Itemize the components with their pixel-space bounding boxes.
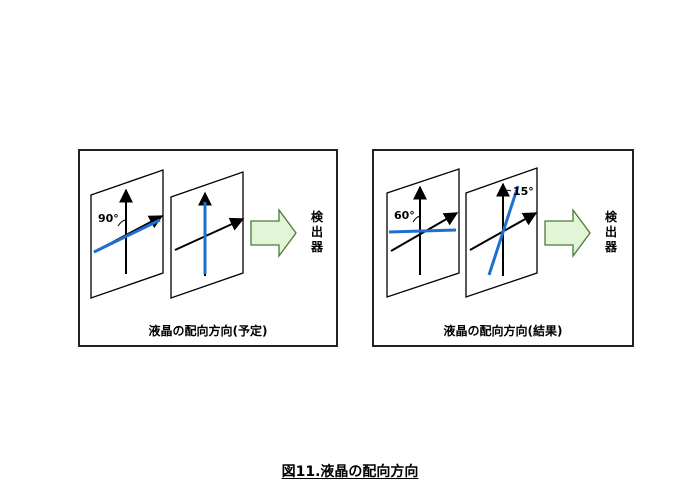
svg-text:出: 出: [605, 224, 617, 239]
figure-caption: 図11.液晶の配向方向: [0, 461, 700, 481]
propagation-axis-arrow: [174, 217, 245, 251]
light-direction-arrow: [250, 208, 297, 258]
panel-caption-result: 液晶の配向方向(結果): [444, 323, 563, 338]
plate-1: 60°: [386, 168, 460, 298]
alignment-line-blue: [388, 228, 457, 234]
alignment-line-blue: [487, 185, 520, 276]
angle-arc: [117, 219, 127, 227]
plate-2: 15°: [465, 167, 538, 298]
svg-text:検: 検: [605, 209, 618, 224]
detector-label: 検 出 器: [310, 209, 324, 254]
figure-caption-text: 図11.液晶の配向方向: [281, 464, 419, 480]
plate-1: 90°: [90, 169, 164, 299]
alignment-line-blue: [93, 218, 161, 254]
svg-text:検: 検: [311, 209, 324, 224]
svg-text:器: 器: [604, 240, 618, 254]
angle-arc: [412, 215, 421, 223]
plate-2: [170, 171, 245, 299]
angle-label-90: 90°: [98, 212, 119, 225]
angle-arc: [502, 189, 512, 193]
panel-caption-expected: 液晶の配向方向(予定): [149, 323, 268, 338]
svg-text:出: 出: [311, 224, 323, 239]
svg-text:器: 器: [310, 240, 324, 254]
angle-label-60: 60°: [394, 209, 415, 222]
light-direction-arrow: [544, 208, 591, 258]
angle-label-15: 15°: [513, 185, 534, 198]
detector-label: 検 出 器: [604, 209, 618, 254]
panel-result: 60° 15° 検 出 器 液晶の配向方向(結果): [372, 149, 634, 347]
panel-expected: 90° 検 出 器 液晶の配向方向(予定): [78, 149, 338, 347]
